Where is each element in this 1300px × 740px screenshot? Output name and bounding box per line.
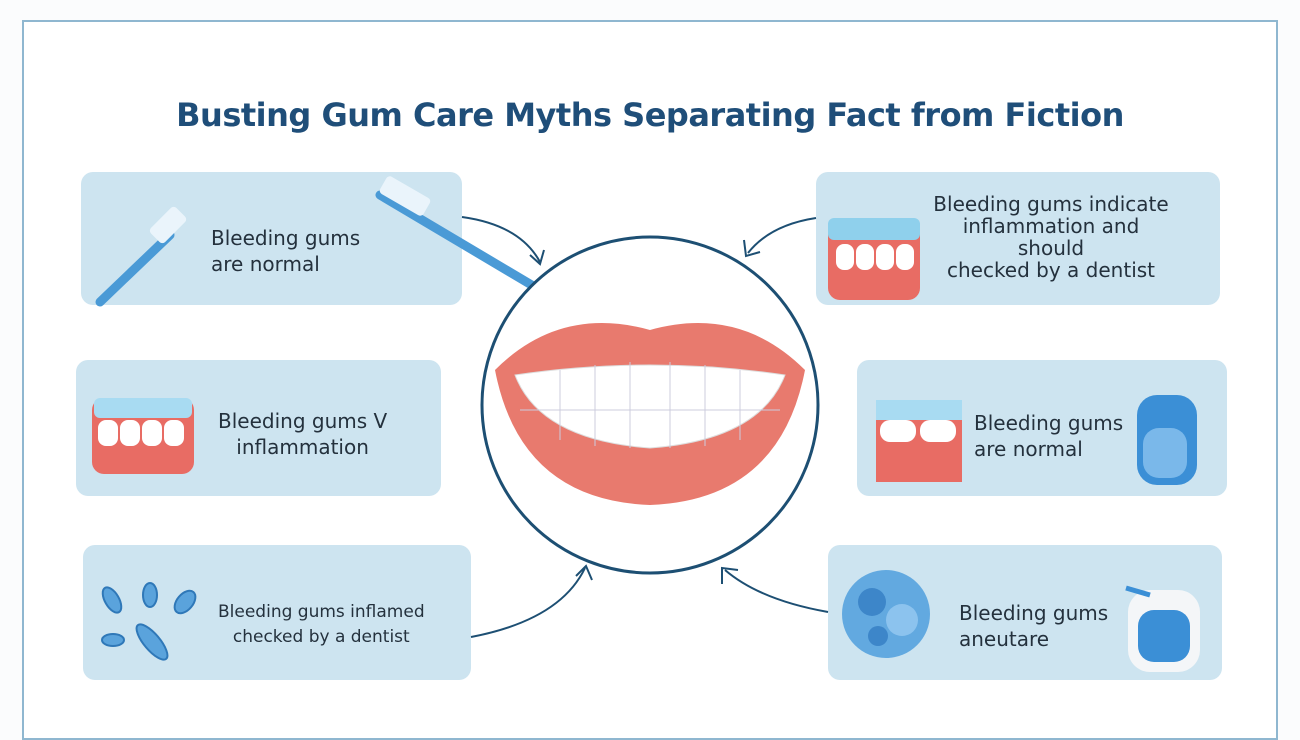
bacteria-icon [101, 582, 197, 661]
floss-icon [1125, 585, 1200, 672]
arrow-icon [724, 569, 829, 613]
connector-arrows [461, 216, 829, 638]
gum-icon [876, 400, 962, 482]
microbe-cell-icon [842, 570, 930, 658]
gum-icon [828, 218, 920, 300]
arrow-icon [743, 239, 761, 258]
arrow-icon [575, 564, 593, 581]
arrow-icon [470, 567, 586, 638]
arrow-icon [461, 216, 541, 263]
gum-icon [92, 398, 194, 474]
toothbrush-icon [375, 176, 545, 295]
illustrations [92, 176, 1200, 672]
toothbrush-icon [95, 206, 187, 307]
myth-card-3 [83, 545, 471, 680]
page-title: Busting Gum Care Myths Separating Fact f… [176, 96, 1124, 134]
floss-icon [1137, 395, 1197, 485]
smile-icon [495, 323, 805, 505]
arrow-icon [747, 217, 817, 254]
arrow-icon [721, 566, 739, 584]
arrow-icon [529, 249, 545, 266]
